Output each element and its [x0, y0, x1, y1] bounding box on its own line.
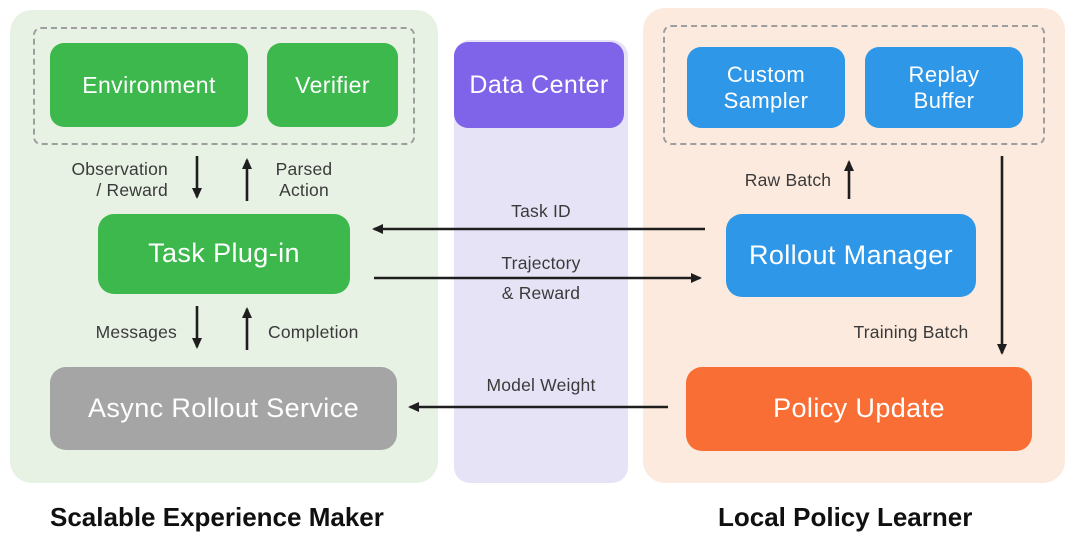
custom-sampler-node-label: Custom Sampler: [723, 62, 809, 113]
environment-node: Environment: [50, 43, 248, 127]
trajectory-label-line2: & Reward: [501, 283, 581, 303]
policy-update-node: Policy Update: [686, 367, 1032, 451]
observation-reward-label: Observation / Reward: [28, 159, 168, 201]
trajectory-label-line1: Trajectory: [501, 253, 581, 273]
replay-buffer-node-label: Replay Buffer: [908, 62, 980, 113]
training-batch-label: Training Batch: [853, 322, 969, 342]
task-plugin-node-label: Task Plug-in: [148, 238, 300, 269]
async-rollout-service-node-label: Async Rollout Service: [87, 392, 359, 423]
environment-verifier-group-box: [33, 27, 415, 145]
policy-update-node-label: Policy Update: [773, 393, 945, 424]
raw-batch-label: Raw Batch: [744, 170, 832, 190]
data-center-node-label: Data Center: [469, 70, 609, 99]
parsed-action-label-line2: Action: [279, 180, 329, 200]
observation-reward-label-line1: Observation: [71, 159, 168, 179]
data-center-node: Data Center: [454, 42, 624, 128]
observation-reward-label-line2: / Reward: [96, 180, 168, 200]
rollout-manager-node-label: Rollout Manager: [748, 239, 954, 270]
parsed-action-label: Parsed Action: [266, 159, 342, 201]
sampler-buffer-group-box: [663, 25, 1045, 145]
completion-label: Completion: [268, 322, 359, 342]
task-plugin-node: Task Plug-in: [98, 214, 350, 294]
async-rollout-service-node: Async Rollout Service: [50, 367, 397, 450]
messages-label: Messages: [95, 322, 177, 342]
custom-sampler-node: Custom Sampler: [687, 47, 845, 128]
verifier-node-label: Verifier: [295, 71, 370, 98]
verifier-node: Verifier: [267, 43, 398, 127]
scalable-experience-maker-title: Scalable Experience Maker: [50, 502, 384, 532]
environment-node-label: Environment: [82, 71, 216, 98]
parsed-action-label-line1: Parsed: [275, 159, 333, 179]
model-weight-label: Model Weight: [486, 375, 596, 395]
local-policy-learner-title: Local Policy Learner: [718, 502, 973, 532]
task-id-label: Task ID: [511, 201, 571, 221]
replay-buffer-node: Replay Buffer: [865, 47, 1023, 128]
rollout-manager-node: Rollout Manager: [726, 214, 976, 297]
